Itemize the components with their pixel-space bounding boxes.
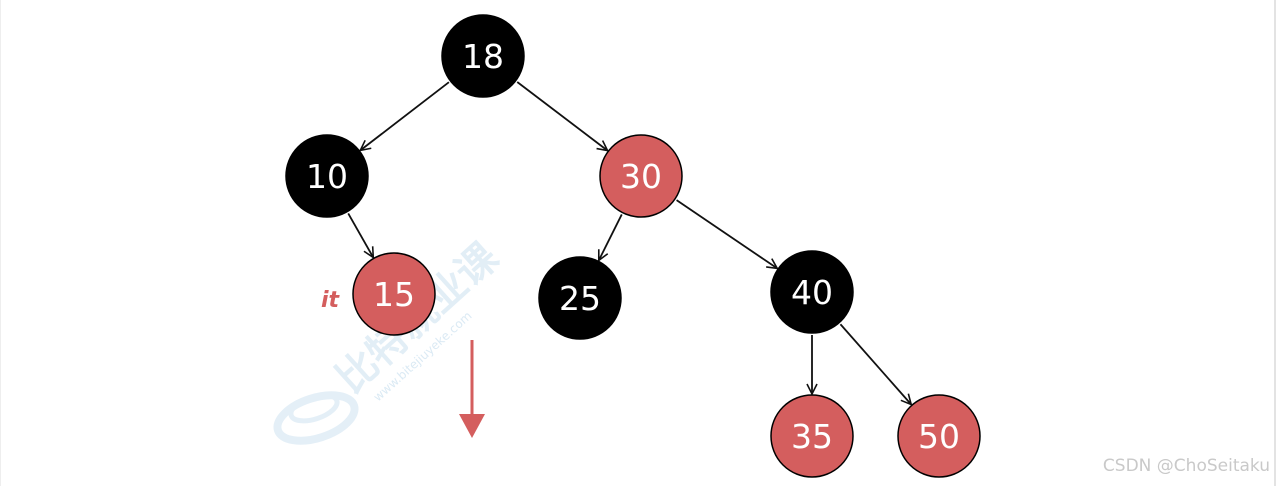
- iterator-label: it: [321, 288, 341, 313]
- node-18-key: 18: [462, 37, 504, 76]
- credit-watermark: CSDN @ChoSeitaku: [1102, 456, 1270, 476]
- node-15-key: 15: [373, 275, 415, 314]
- edge-10-15: [347, 212, 373, 257]
- node-15: 15: [352, 252, 436, 336]
- edges-layer: [347, 81, 911, 404]
- node-10-circle: [285, 134, 369, 218]
- edge-30-25: [597, 214, 623, 260]
- iterator-advance-arrow: [459, 340, 485, 438]
- node-30-key: 30: [620, 157, 662, 196]
- edge-30-40: [676, 199, 778, 268]
- node-30-circle: [599, 134, 683, 218]
- node-25-key: 25: [559, 279, 601, 318]
- node-40-key: 40: [791, 273, 833, 312]
- node-50-key: 50: [918, 417, 960, 456]
- node-18: 18: [441, 14, 525, 98]
- node-18-circle: [441, 14, 525, 98]
- node-40: 40: [770, 250, 854, 334]
- left-border: [0, 0, 1, 486]
- edge-18-10: [360, 81, 450, 150]
- node-25-circle: [538, 256, 622, 340]
- node-25: 25: [538, 256, 622, 340]
- node-35-circle: [770, 394, 854, 478]
- node-40-circle: [770, 250, 854, 334]
- node-10-key: 10: [306, 157, 348, 196]
- nodes-layer: 18 10 30 15 25 40 35 50: [285, 14, 981, 478]
- node-30: 30: [599, 134, 683, 218]
- edge-18-30: [516, 81, 607, 151]
- edge-40-50: [839, 323, 911, 404]
- node-35: 35: [770, 394, 854, 478]
- node-10: 10: [285, 134, 369, 218]
- node-15-circle: [352, 252, 436, 336]
- watermark-logo: [273, 391, 359, 445]
- node-50-circle: [897, 394, 981, 478]
- node-50: 50: [897, 394, 981, 478]
- right-border: [1274, 0, 1276, 486]
- node-35-key: 35: [791, 417, 833, 456]
